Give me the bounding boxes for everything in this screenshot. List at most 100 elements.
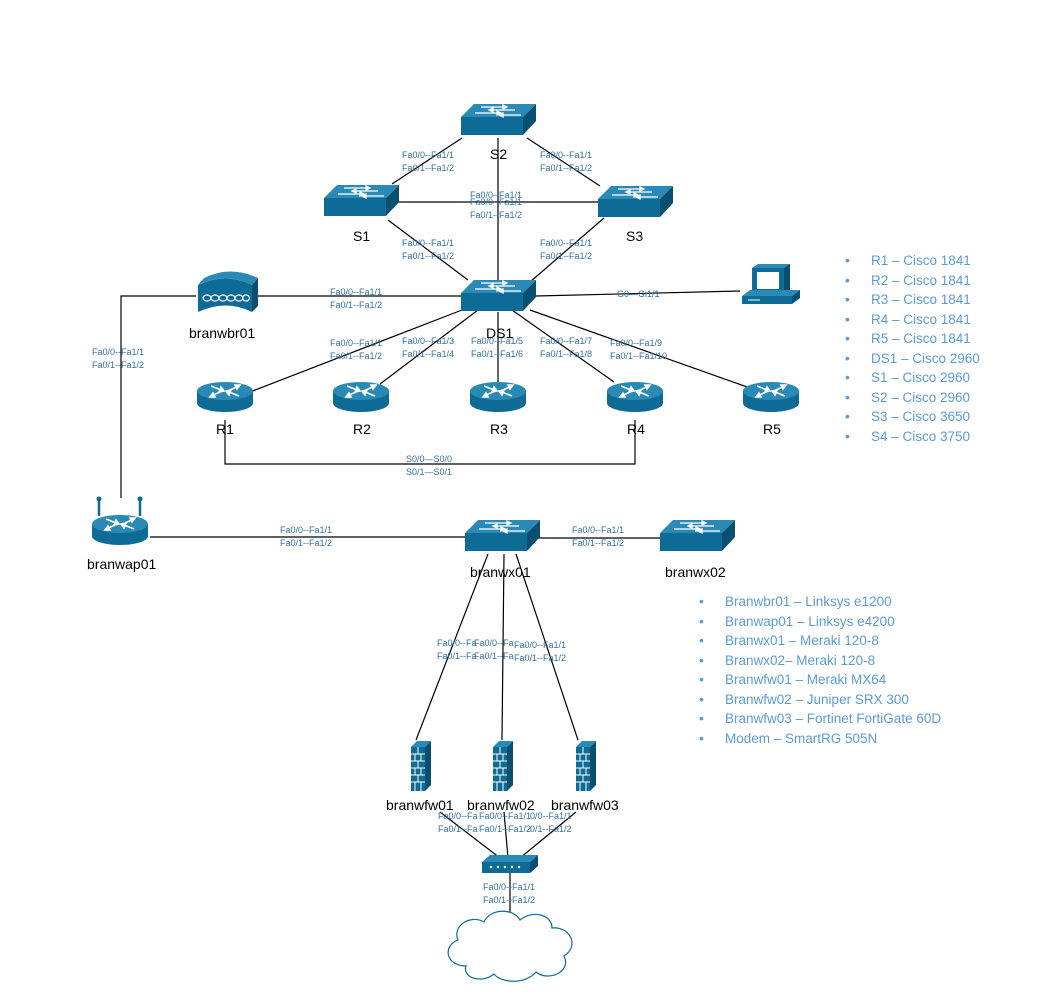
switch-icon-ds1[interactable] <box>460 279 537 312</box>
label-fw02-hub-a: Fa0/0--Fa1/1 <box>479 811 531 821</box>
label-wx01-fw02-b: Fa0/1--Fa <box>474 651 514 661</box>
switch-icon-s1[interactable] <box>323 184 400 217</box>
switch-icon-s2[interactable] <box>460 103 537 136</box>
label-wx01-fw01-b: Fa0/1--Fa <box>437 651 477 661</box>
link-ds1-r4 <box>511 309 615 383</box>
label-s2-ds1-overlap: Fa0/0--Fa1/1 <box>470 190 522 200</box>
firewall-icon-branwfw02[interactable] <box>492 740 514 792</box>
link-wx01-fw01 <box>415 553 489 741</box>
node-labels: S2 S1 S3 DS1 R1 R2 R3 R4 R5 branwbr01 br… <box>87 146 781 813</box>
label-wap-wx01-a: Fa0/0--Fa1/1 <box>280 525 332 535</box>
legend-item: S3 – Cisco 3650 <box>845 407 980 427</box>
label-ds1-r2-a: Fa0/0--Fa1/3 <box>402 336 454 346</box>
label-ds1-pc: G0—Gi1/1 <box>617 289 660 299</box>
link-ds1-pc <box>535 290 741 297</box>
node-label-branwfw01: branwfw01 <box>386 797 454 813</box>
switch-icon-branwx01[interactable] <box>464 519 541 552</box>
link-s1-ds1 <box>387 219 469 281</box>
node-label-r1: R1 <box>216 421 234 437</box>
label-ds1-r5-a: Fa0/0--Fa1/9 <box>610 338 662 348</box>
router-icon-r2[interactable] <box>332 381 390 413</box>
label-wx01-fw01-a: Fa0/0--Fa <box>437 638 477 648</box>
link-ds1-r2 <box>379 309 479 385</box>
label-s1-ds1-a: Fa0/0--Fa1/1 <box>402 238 454 248</box>
label-s2-s3-b: Fa0/1--Fa1/2 <box>540 163 592 173</box>
router-icon-r4[interactable] <box>606 381 664 413</box>
legend-item: Branwfw01 – Meraki MX64 <box>699 670 941 690</box>
node-label-r4: R4 <box>627 421 645 437</box>
label-wbr-wap-b: Fa0/1--Fa1/2 <box>92 360 144 370</box>
legend-branch-devices: Branwbr01 – Linksys e1200 Branwap01 – Li… <box>699 592 941 748</box>
legend-item: R2 – Cisco 1841 <box>845 271 980 291</box>
router-icon-r3[interactable] <box>469 381 527 413</box>
link-s2-s1 <box>391 137 463 185</box>
switch-icon-s3[interactable] <box>597 185 674 218</box>
link-r1-r4 <box>224 420 636 465</box>
firewall-icon-branwfw01[interactable] <box>410 740 432 792</box>
switch-icon-branwx02[interactable] <box>659 519 736 552</box>
label-ds1-r1-b: Fa0/1--Fa1/2 <box>330 351 382 361</box>
bridge-icon-branwbr01[interactable] <box>198 271 258 313</box>
label-s2-s3-a: Fa0/0--Fa1/1 <box>540 150 592 160</box>
legend-item: R3 – Cisco 1841 <box>845 290 980 310</box>
label-s2-s1-b: Fa0/1--Fa1/2 <box>402 163 454 173</box>
link-wx01-fw02 <box>501 553 505 741</box>
link-fw02-hub <box>503 811 509 859</box>
links <box>120 137 751 912</box>
label-ds1-r5-b: Fa0/1--Fa1/10 <box>610 351 667 361</box>
label-ds1-r1-a: Fa0/0--Fa1/1 <box>330 338 382 348</box>
legend-item: S2 – Cisco 2960 <box>845 388 980 408</box>
label-ds1-r4-a: Fa0/0--Fa1/7 <box>540 336 592 346</box>
label-fw01-hub-a: Fa0/0--Fa <box>438 811 478 821</box>
label-ds1-r4-b: Fa0/1--Fa1/8 <box>540 349 592 359</box>
node-label-s2: S2 <box>490 146 507 162</box>
label-wbr-ds1-b: Fa0/1--Fa1/2 <box>330 300 382 310</box>
wireless-router-icon-branwap01[interactable] <box>91 496 149 546</box>
node-label-s1: S1 <box>353 228 370 244</box>
link-fw01-hub <box>439 811 501 859</box>
label-ds1-r2-b: Fa0/1--Fa1/4 <box>402 349 454 359</box>
label-fw03-hub-a: 0/0--Fa1/1 <box>530 811 572 821</box>
firewall-icon-branwfw03[interactable] <box>575 740 597 792</box>
label-wx01-wx02-b: Fa0/1--Fa1/2 <box>572 538 624 548</box>
node-label-branwx02: branwx02 <box>665 564 726 580</box>
legend-item: R4 – Cisco 1841 <box>845 310 980 330</box>
label-hub-cloud-b: Fa0/1--Fa1/2 <box>483 895 535 905</box>
cloud-icon <box>447 910 573 982</box>
label-fw02-hub-b: Fa0/1--Fa1/2 <box>479 824 531 834</box>
label-ds1-r3-a: Fa0/0--Fa1/5 <box>471 336 523 346</box>
legend-item: Branwfw02 – Juniper SRX 300 <box>699 690 941 710</box>
label-fw01-hub-b: Fa0/1--Fa <box>438 824 478 834</box>
label-hub-cloud-a: Fa0/0--Fa1/1 <box>483 882 535 892</box>
legend-item: R1 – Cisco 1841 <box>845 251 980 271</box>
pc-icon[interactable] <box>742 264 800 304</box>
node-label-r3: R3 <box>490 421 508 437</box>
link-labels: Fa0/0--Fa1/1 Fa0/1--Fa1/2 Fa0/0--Fa1/1 F… <box>92 150 667 905</box>
label-r1-r4-a: S0/0—S0/0 <box>406 454 452 464</box>
label-wx01-fw02-a: Fa0/0--Fa <box>474 638 514 648</box>
node-label-branwfw03: branwfw03 <box>551 797 619 813</box>
legend-item: DS1 – Cisco 2960 <box>845 349 980 369</box>
label-wbr-ds1-a: Fa0/0--Fa1/1 <box>330 287 382 297</box>
router-icon-r1[interactable] <box>196 381 254 413</box>
devices <box>91 103 800 982</box>
link-wbr-wap <box>120 295 196 498</box>
node-label-r2: R2 <box>353 421 371 437</box>
router-icon-r5[interactable] <box>742 381 800 413</box>
label-wbr-wap-a: Fa0/0--Fa1/1 <box>92 347 144 357</box>
node-label-s3: S3 <box>626 228 643 244</box>
node-label-r5: R5 <box>763 421 781 437</box>
label-wx01-fw03-a: Fa0/0--Fa1/1 <box>514 640 566 650</box>
node-label-branwbr01: branwbr01 <box>189 325 255 341</box>
legend-item: Branwfw03 – Fortinet FortiGate 60D <box>699 709 941 729</box>
hub-icon[interactable] <box>482 855 538 873</box>
legend-item: Branwx02– Meraki 120-8 <box>699 651 941 671</box>
label-fw03-hub-b: 0/1--Fa1/2 <box>530 824 572 834</box>
link-s3-ds1 <box>529 217 605 283</box>
link-ds1-r1 <box>249 309 463 393</box>
label-s3-ds1-b: Fa0/1--Fa1/2 <box>540 251 592 261</box>
label-s1-s3-a: Fa0/0--Fa1/1 <box>470 197 522 207</box>
label-s1-s3-b: Fa0/1--Fa1/2 <box>470 210 522 220</box>
label-s1-ds1-b: Fa0/1--Fa1/2 <box>402 251 454 261</box>
